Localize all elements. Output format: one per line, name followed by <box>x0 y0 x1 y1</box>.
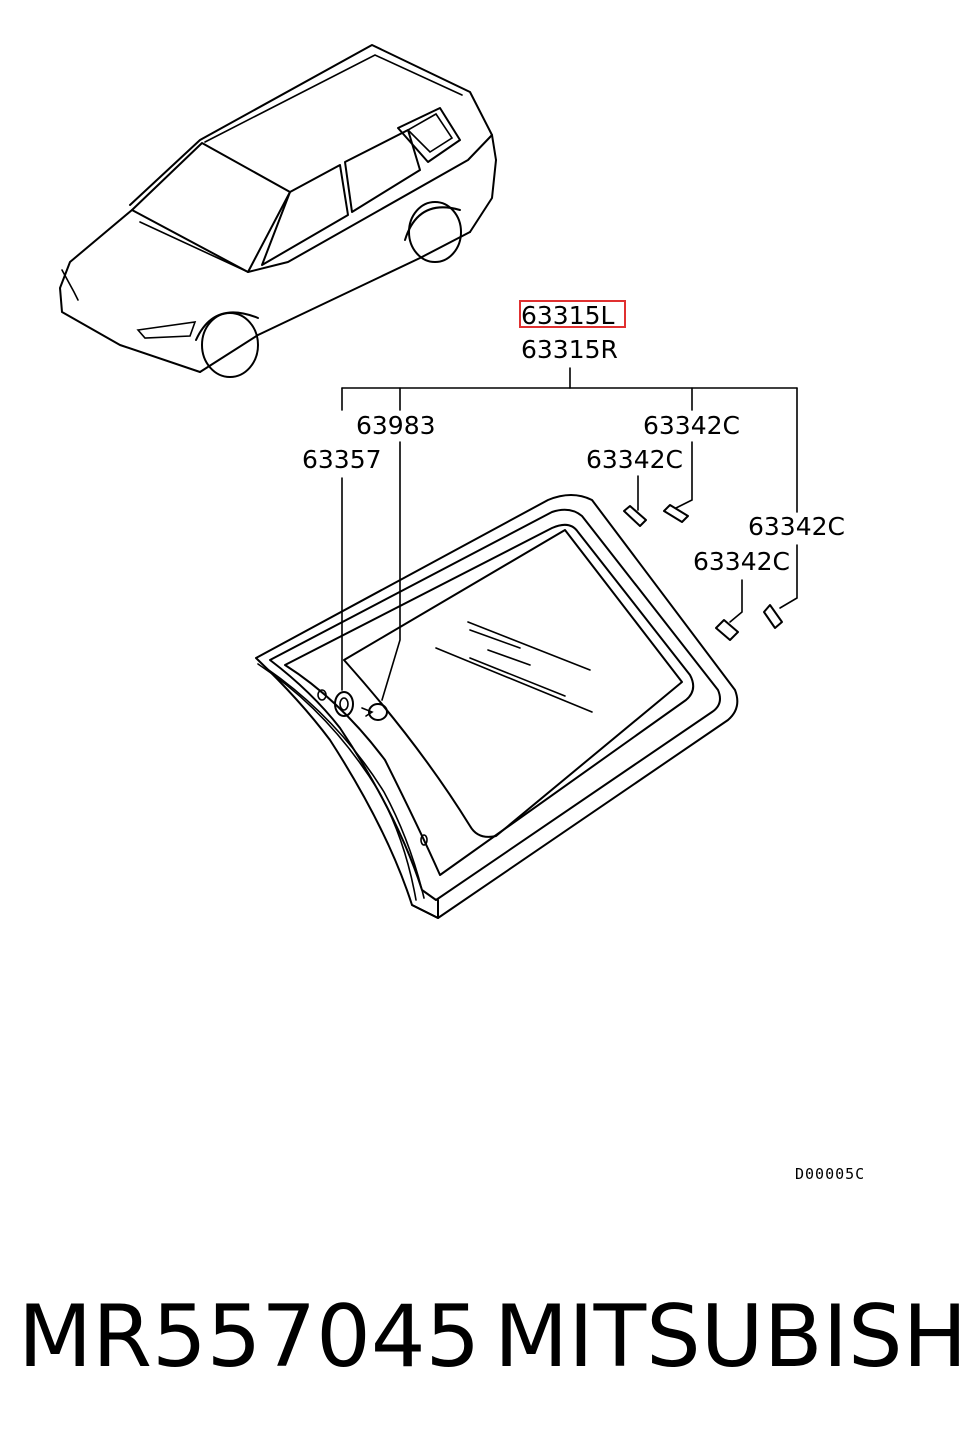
callout-63315l[interactable]: 63315L <box>521 301 615 330</box>
callout-63342c-c[interactable]: 63342C <box>748 512 845 541</box>
clip-63357 <box>334 691 354 717</box>
callout-63983[interactable]: 63983 <box>356 411 436 440</box>
brand-name: MITSUBISHI <box>494 1287 960 1387</box>
callout-63342c-a[interactable]: 63342C <box>643 411 740 440</box>
highlight-box <box>519 300 626 328</box>
diagram-code: D00005C <box>795 1165 865 1183</box>
part-number: MR557045 <box>18 1287 480 1387</box>
car-illustration <box>59 44 497 378</box>
spacer-strips-63342c <box>623 504 783 641</box>
callout-63342c-d[interactable]: 63342C <box>693 547 790 576</box>
quarter-glass <box>255 494 739 919</box>
leader-lines <box>341 367 798 701</box>
callout-63315r[interactable]: 63315R <box>521 335 618 364</box>
fastener-63983 <box>361 703 388 721</box>
callout-63357[interactable]: 63357 <box>302 445 382 474</box>
callout-63342c-b[interactable]: 63342C <box>586 445 683 474</box>
